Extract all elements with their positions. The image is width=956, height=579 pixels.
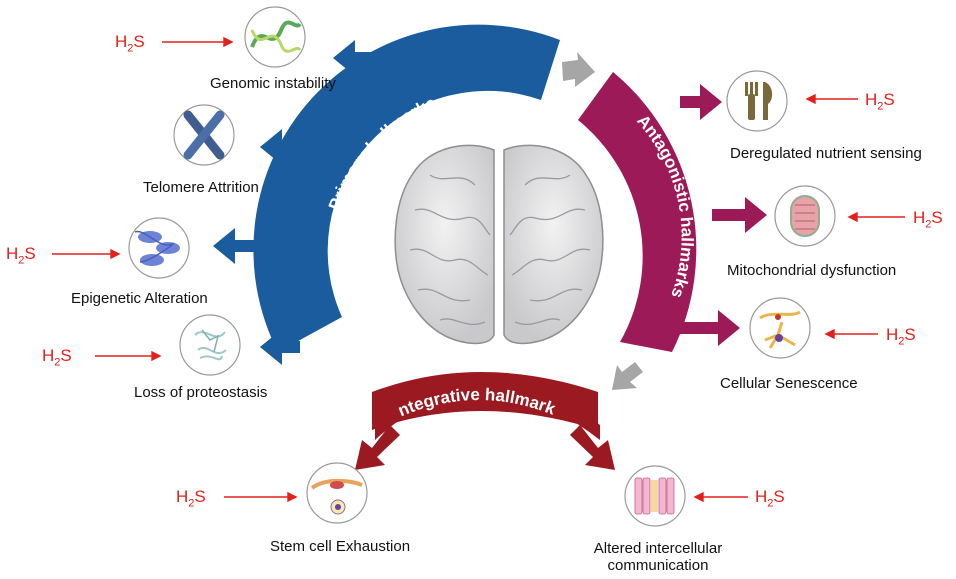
label-genomic-instability: Genomic instability	[210, 75, 336, 92]
h2s-arrow-senescence	[824, 328, 878, 340]
brain-right-hemisphere	[503, 144, 604, 345]
primary-hallmarks-band	[253, 24, 560, 353]
antagonistic-arrows	[680, 84, 767, 346]
antagonistic-hallmarks-band	[578, 72, 697, 352]
label-intercellular-line-2: communication	[607, 557, 709, 574]
h2s-label-intercellular: H2S	[755, 487, 785, 510]
arrow-to-epigenetic-alteration	[213, 228, 292, 264]
arrow-to-mitochondrial-dysfunction	[712, 197, 767, 233]
h2s-label-nutrient: H2S	[865, 90, 895, 113]
protein-icon	[179, 314, 241, 376]
brain-illustration	[394, 144, 604, 345]
label-intercellular-line-1: Altered intercellular	[593, 540, 723, 557]
label-telomere-attrition: Telomere Attrition	[143, 179, 259, 196]
mitochondrion-icon	[774, 185, 836, 247]
connector-arrows	[562, 52, 643, 390]
h2s-label-genomic: H2S	[115, 32, 145, 55]
h2s-arrow-genomic	[162, 36, 234, 48]
h2s-arrow-nutrient	[805, 93, 858, 105]
brain-folds	[409, 174, 591, 326]
label-loss-of-proteostasis: Loss of proteostasis	[134, 384, 268, 401]
fork-knife-icon	[726, 70, 788, 132]
arrow-to-telomere-attrition	[260, 129, 320, 165]
arrow-to-genomic-instability	[333, 40, 400, 76]
arrow-to-loss-of-proteostasis	[260, 329, 300, 365]
h2s-arrows	[52, 36, 905, 503]
dna-icon	[244, 6, 306, 68]
stem-cell-icon	[306, 462, 368, 524]
h2s-label-stemcell: H2S	[176, 487, 206, 510]
label-mitochondrial-dysfunction: Mitochondrial dysfunction	[727, 262, 897, 279]
label-cellular-senescence: Cellular Senescence	[720, 375, 858, 392]
brain-left-hemisphere	[394, 144, 495, 345]
integrative-arrows	[355, 425, 615, 470]
integrative-band-body	[372, 372, 598, 430]
h2s-label-epigenetic: H2S	[6, 244, 36, 267]
arrow-to-nutrient-sensing	[680, 84, 722, 120]
h2s-label-proteostasis: H2S	[42, 346, 72, 369]
h2s-arrow-stemcell	[224, 491, 298, 503]
nucleosome-icon	[128, 217, 190, 279]
label-epigenetic-alteration: Epigenetic Alteration	[71, 290, 208, 307]
label-stem-cell-exhaustion: Stem cell Exhaustion	[270, 538, 411, 555]
connector-primary-to-antagonistic	[562, 52, 595, 87]
senescent-cell-icon	[749, 297, 811, 359]
arrow-to-cellular-senescence	[680, 310, 740, 346]
h2s-arrow-intercellular	[693, 491, 748, 503]
h2s-arrow-epigenetic	[52, 248, 121, 260]
h2s-label-mito: H2S	[913, 208, 943, 231]
h2s-arrow-mito	[847, 211, 905, 223]
h2s-label-senescence: H2S	[886, 325, 916, 348]
connector-antagonistic-to-integrative	[612, 362, 643, 390]
primary-arrows	[213, 40, 400, 365]
label-deregulated-nutrient-sensing: Deregulated nutrient sensing	[730, 145, 922, 162]
h2s-arrow-proteostasis	[95, 350, 162, 362]
label-altered-intercellular-communication: Altered intercellular communication	[578, 540, 738, 574]
chromosome-icon	[173, 104, 235, 166]
epithelial-cells-icon	[624, 465, 686, 527]
arrow-to-stem-cell-exhaustion	[355, 425, 400, 470]
arrow-to-intercellular-communication	[570, 425, 615, 470]
